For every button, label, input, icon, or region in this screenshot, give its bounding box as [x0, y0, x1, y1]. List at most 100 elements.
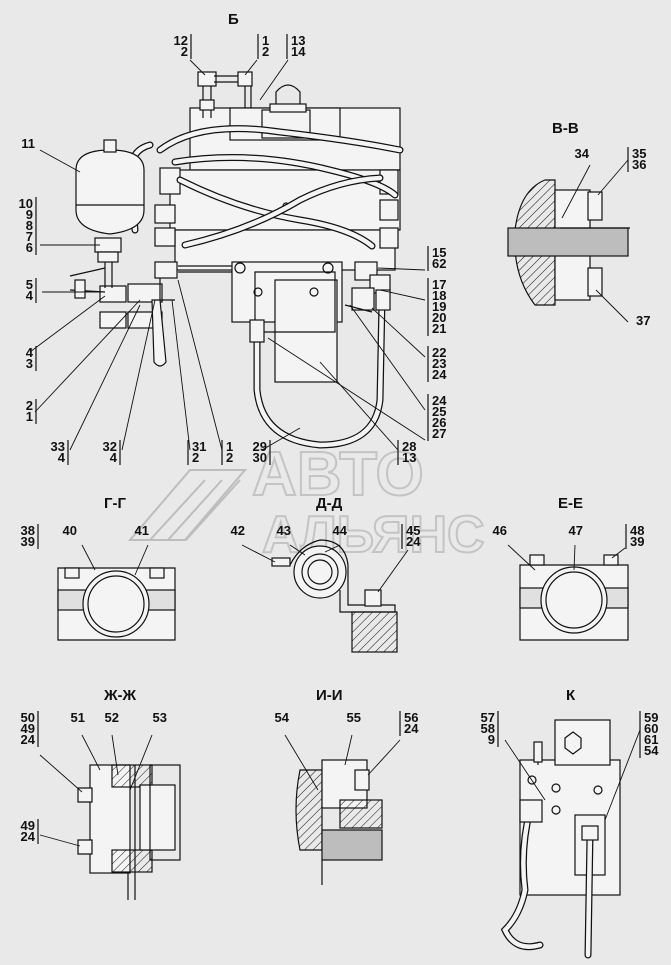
callout-number: 51: [71, 710, 85, 725]
callout-number: 22: [432, 345, 446, 360]
callout-number: 4: [26, 345, 34, 360]
callout-number: 50: [21, 710, 35, 725]
callout-c12-2: 122: [174, 33, 192, 59]
callout-c54: 54: [275, 710, 290, 725]
callout-number: 1: [26, 409, 33, 424]
callout-number: 21: [432, 321, 446, 336]
callout-number: 59: [644, 710, 658, 725]
callout-number: 8: [26, 218, 33, 233]
callout-c42: 42: [231, 523, 245, 538]
callout-c4-3: 43: [26, 345, 37, 371]
callout-c51: 51: [71, 710, 85, 725]
callout-number: 5: [26, 277, 33, 292]
callout-number: 57: [481, 710, 495, 725]
callout-number: 55: [347, 710, 361, 725]
callout-number: 58: [481, 721, 495, 736]
callout-number: 49: [21, 721, 35, 736]
callout-c41: 41: [135, 523, 149, 538]
callout-number: 60: [644, 721, 658, 736]
callout-number: 28: [402, 439, 416, 454]
callout-number: 7: [26, 229, 33, 244]
title-section-ii: И-И: [316, 687, 343, 704]
callout-c40: 40: [63, 523, 77, 538]
callout-number: 2: [26, 398, 33, 413]
callout-number: 42: [231, 523, 245, 538]
callout-c5-4: 54: [26, 277, 37, 303]
title-view-k: К: [566, 687, 576, 704]
callout-number: 25: [432, 404, 446, 419]
callout-number: 27: [432, 426, 446, 441]
callout-c11: 11: [21, 136, 35, 151]
callout-number: 40: [63, 523, 77, 538]
callout-number: 24: [406, 534, 421, 549]
callout-c32-4: 324: [103, 439, 121, 465]
callout-number: 37: [636, 313, 650, 328]
callout-c53: 53: [153, 710, 167, 725]
callout-number: 2: [262, 44, 269, 59]
callout-number: 33: [51, 439, 65, 454]
callout-number: 24: [432, 393, 447, 408]
callout-c47: 47: [569, 523, 583, 538]
watermark-line1: АВТО: [252, 440, 424, 509]
section-gg: [57, 544, 176, 641]
callout-number: 1: [262, 33, 269, 48]
callout-number: 52: [105, 710, 119, 725]
callout-number: 2: [181, 44, 188, 59]
callout-number: 10: [19, 196, 33, 211]
callout-number: 47: [569, 523, 583, 538]
callout-number: 15: [432, 245, 446, 260]
title-view-b: Б: [228, 11, 239, 28]
callout-number: 54: [275, 710, 290, 725]
section-dd: [241, 539, 409, 653]
view-k: [500, 719, 641, 959]
callout-c1-2: 12: [257, 33, 269, 59]
callout-number: 45: [406, 523, 420, 538]
callout-number: 61: [644, 732, 658, 747]
callout-number: 39: [21, 534, 35, 549]
section-ii: [284, 734, 401, 885]
section-vv: [507, 159, 630, 323]
callout-number: 24: [404, 721, 419, 736]
callout-number: 24: [21, 829, 36, 844]
title-section-ee: Е-Е: [558, 495, 583, 512]
callout-number: 4: [110, 450, 118, 465]
callout-c31-2: 312: [187, 439, 206, 465]
callout-number: 35: [632, 146, 646, 161]
watermark-line2: АЛЬЯНС: [262, 506, 485, 564]
section-titles: Б В-В Г-Г Д-Д Е-Е Ж-Ж И-И К: [103, 11, 583, 704]
callout-number: 48: [630, 523, 644, 538]
callout-number: 9: [488, 732, 495, 747]
main-view-b: [69, 71, 404, 449]
callout-c55: 55: [347, 710, 361, 725]
callout-c43: 43: [277, 523, 291, 538]
callout-number: 44: [333, 523, 348, 538]
callout-number: 32: [103, 439, 117, 454]
title-section-zhzh: Ж-Ж: [103, 687, 137, 704]
callout-number: 9: [26, 207, 33, 222]
title-section-vv: В-В: [552, 120, 579, 137]
callout-number: 38: [21, 523, 35, 538]
callout-number: 23: [432, 356, 446, 371]
callout-number: 36: [632, 157, 646, 172]
title-section-gg: Г-Г: [104, 495, 126, 512]
callout-number: 18: [432, 288, 446, 303]
watermark-logo: АВТО АЛЬЯНС: [127, 439, 486, 565]
callout-c52: 52: [105, 710, 119, 725]
callout-number: 30: [253, 450, 267, 465]
title-section-dd: Д-Д: [316, 495, 343, 512]
callout-c34: 34: [575, 146, 590, 161]
callout-number: 26: [432, 415, 446, 430]
callout-number: 13: [291, 33, 305, 48]
callout-number: 13: [402, 450, 416, 465]
callout-number: 4: [26, 288, 34, 303]
